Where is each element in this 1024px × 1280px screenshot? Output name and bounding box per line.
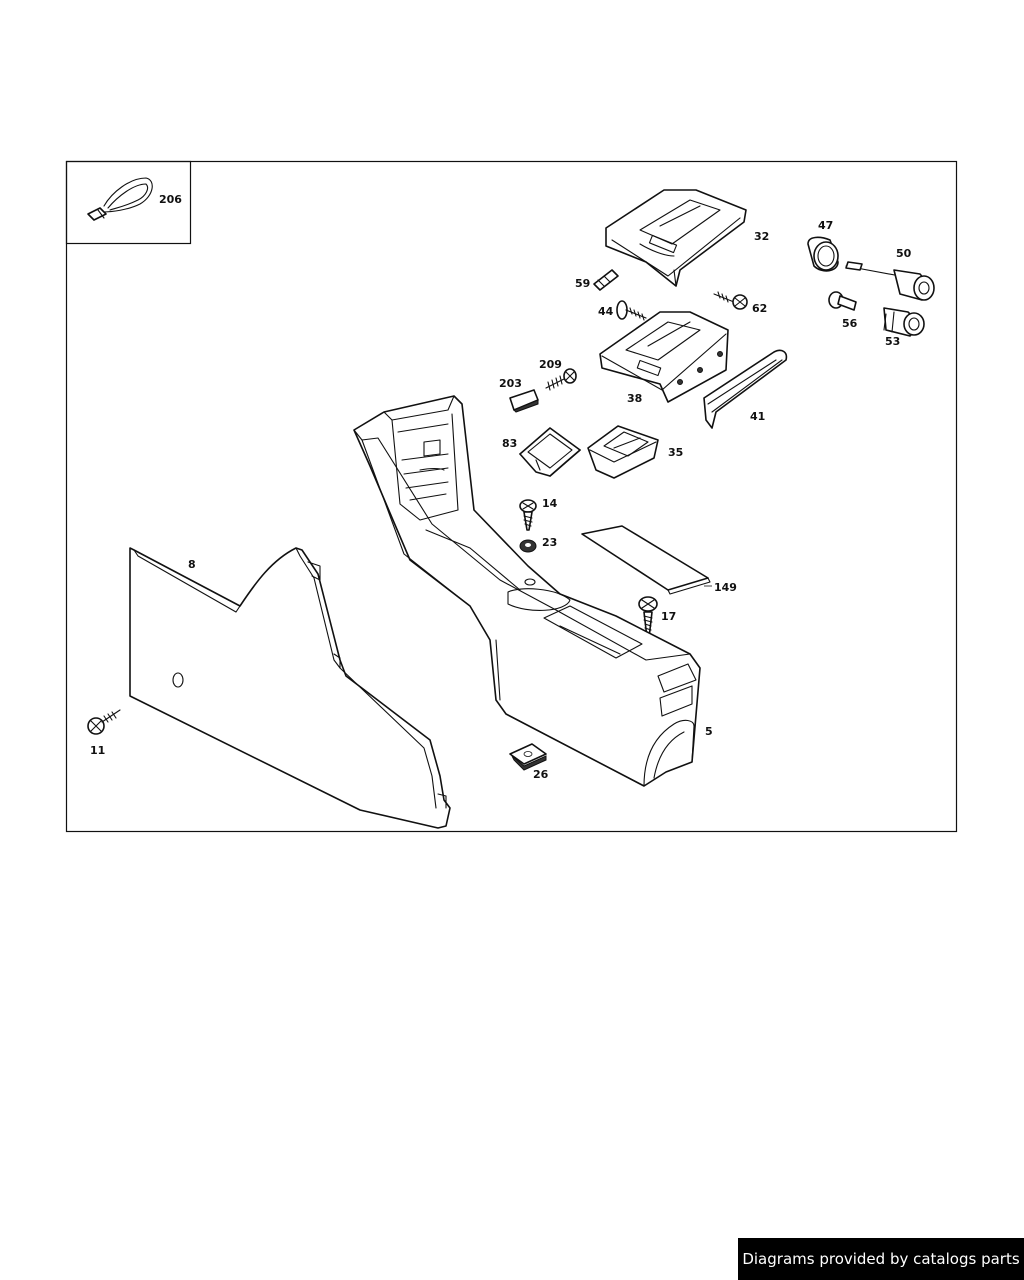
label-5: 5 (705, 725, 713, 738)
part-5-center-console-icon (353, 395, 701, 787)
part-23-washer-icon (519, 539, 537, 553)
part-53-socket-icon (883, 307, 925, 337)
part-62-screw-icon (713, 291, 748, 310)
label-47: 47 (818, 219, 833, 232)
label-11: 11 (90, 744, 105, 757)
part-26-clip-icon (509, 743, 547, 771)
part-47-ring-icon (807, 236, 839, 272)
part-38-ashtray-icon (599, 311, 729, 403)
label-83: 83 (502, 437, 517, 450)
label-23: 23 (542, 536, 557, 549)
label-44: 44 (598, 305, 614, 318)
part-44-screw-icon (616, 300, 647, 321)
part-32-icon (605, 189, 747, 287)
label-62: 62 (752, 302, 767, 315)
label-41: 41 (750, 410, 765, 423)
cable-tie-icon (87, 177, 153, 221)
part-56-bulb-icon (828, 291, 857, 311)
label-38: 38 (627, 392, 642, 405)
part-59-pin-icon (593, 269, 619, 291)
part-50-lighter-icon (845, 261, 935, 301)
label-59: 59 (575, 277, 590, 290)
part-209-screw-icon (545, 368, 577, 391)
part-8-side-panel-icon (129, 547, 451, 829)
label-50: 50 (896, 247, 912, 260)
part-203-clip-icon (509, 389, 539, 413)
label-14: 14 (542, 497, 558, 510)
label-56: 56 (842, 317, 858, 330)
label-8: 8 (188, 558, 196, 571)
label-209: 209 (539, 358, 562, 371)
inset-box (65, 160, 192, 245)
label-53: 53 (885, 335, 900, 348)
part-11-screw-icon (87, 709, 121, 735)
part-149-mat-icon (581, 525, 711, 595)
label-203: 203 (499, 377, 522, 390)
part-83-box-icon (519, 427, 581, 477)
label-149: 149 (714, 581, 737, 594)
label-32: 32 (754, 230, 769, 243)
credit-banner: Diagrams provided by catalogs parts (738, 1238, 1024, 1280)
label-26: 26 (533, 768, 549, 781)
label-17: 17 (661, 610, 676, 623)
label-35: 35 (668, 446, 683, 459)
diagram-frame (65, 160, 958, 833)
part-35-insert-icon (587, 425, 659, 479)
part-17-screw-icon (638, 596, 658, 639)
part-41-trim-icon (703, 349, 788, 429)
part-14-screw-icon (519, 499, 537, 531)
label-206: 206 (159, 193, 182, 206)
